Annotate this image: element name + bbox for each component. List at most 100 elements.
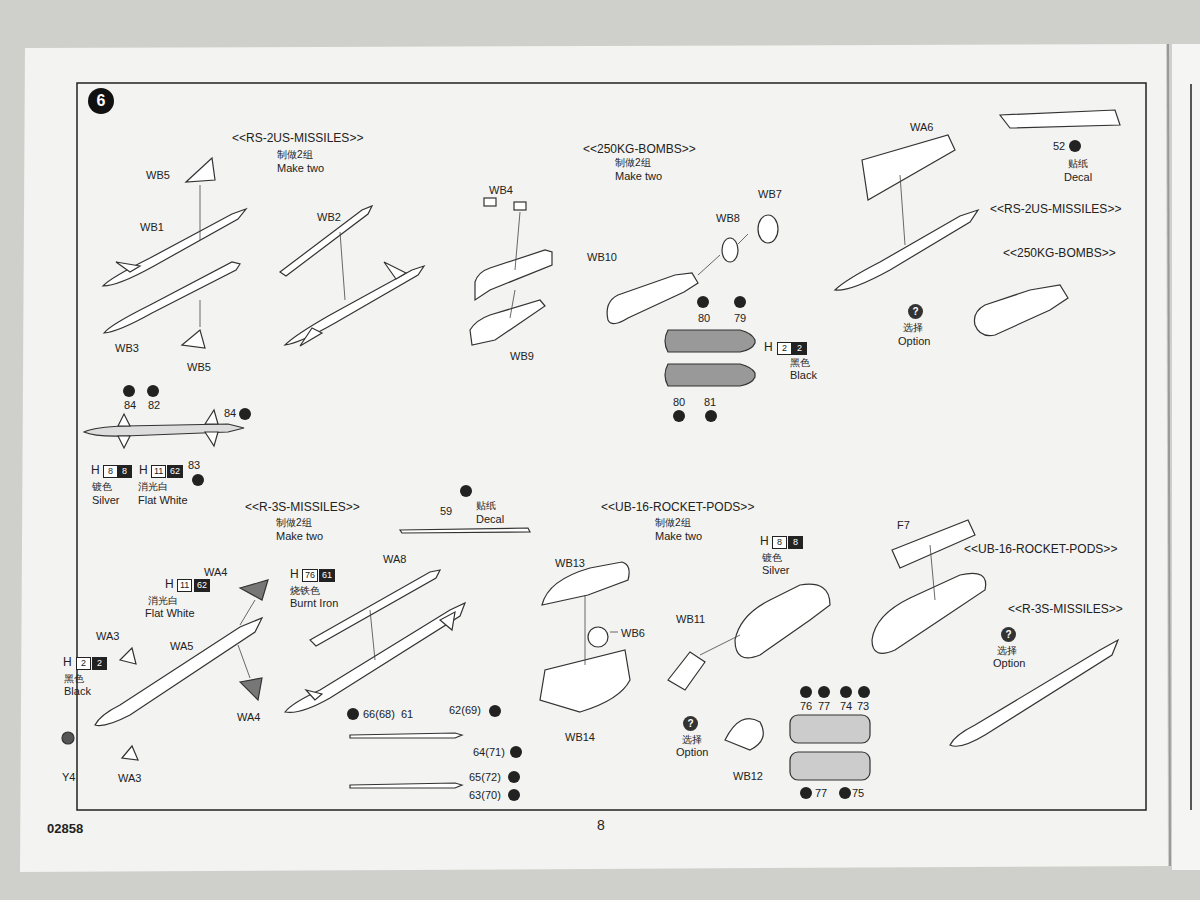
part-label: Black — [790, 369, 817, 382]
section-heading: <<UB-16-ROCKET-PODS>> — [964, 543, 1117, 557]
option-mark: ? — [683, 716, 698, 731]
chinese-note: 贴纸 — [1068, 158, 1088, 170]
chinese-note: 制做2组 — [615, 157, 651, 169]
drawing-shape — [950, 640, 1118, 746]
drawing-shape — [1190, 84, 1192, 810]
drawing-shape — [1069, 140, 1081, 152]
paint-code-box-dark: 2 — [792, 342, 807, 355]
part-label: 80 — [673, 396, 685, 409]
chinese-note: 消光白 — [138, 481, 168, 493]
drawing-shape — [840, 686, 852, 698]
paint-code-box: 11 — [177, 579, 192, 592]
drawing-shape — [758, 215, 778, 243]
part-label: 74 — [840, 700, 852, 713]
drawing-shape — [470, 300, 545, 345]
drawing-shape — [95, 618, 262, 726]
drawing-shape — [790, 715, 870, 743]
part-label: WA3 — [96, 630, 119, 643]
drawing-shape — [673, 410, 685, 422]
chinese-note: 选择 — [682, 734, 702, 746]
part-label: 80 — [698, 312, 710, 325]
kit-number: 02858 — [47, 822, 83, 837]
option-mark: ? — [1001, 627, 1016, 642]
part-label: Option — [898, 335, 930, 348]
drawing-shape — [147, 385, 159, 397]
part-label: WA5 — [170, 640, 193, 653]
part-label: 84 — [224, 407, 236, 420]
paint-code-box: 2 — [777, 342, 792, 355]
paint-code-letter: H — [760, 535, 769, 549]
paint-code-letter: H — [63, 656, 72, 670]
drawing-shape — [738, 234, 748, 244]
drawing-shape — [120, 648, 136, 664]
part-label: Y4 — [62, 771, 75, 784]
part-label: WB1 — [140, 221, 164, 234]
chinese-note: 烧铁色 — [290, 585, 320, 597]
part-label: Make two — [615, 170, 662, 183]
part-label: 81 — [704, 396, 716, 409]
drawing-shape — [697, 296, 709, 308]
drawing-shape — [182, 330, 205, 348]
part-label: 61 — [401, 708, 413, 721]
paint-code-letter: H — [290, 568, 299, 582]
part-label: 62(69) — [449, 704, 481, 717]
drawing-shape — [1000, 110, 1120, 128]
chinese-note: 选择 — [997, 645, 1017, 657]
chinese-note: 制做2组 — [655, 517, 691, 529]
section-heading: <<R-3S-MISSILES>> — [245, 501, 360, 515]
part-label: Option — [676, 746, 708, 759]
drawing-shape — [607, 273, 698, 324]
part-label: 77 — [815, 787, 827, 800]
drawing-shape — [384, 262, 406, 279]
drawing-shape — [665, 364, 755, 386]
drawing-shape — [515, 212, 520, 270]
part-label: WB14 — [565, 731, 595, 744]
part-label: WB9 — [510, 350, 534, 363]
part-label: WA8 — [383, 553, 406, 566]
section-heading: <<UB-16-ROCKET-PODS>> — [601, 501, 754, 515]
paint-code-letter: H — [165, 578, 174, 592]
part-label: 73 — [857, 700, 869, 713]
drawing-shape — [698, 255, 720, 275]
drawing-shape — [508, 771, 520, 783]
part-label: 75 — [852, 787, 864, 800]
part-label: Burnt Iron — [290, 597, 338, 610]
paint-code-box: 8 — [103, 465, 118, 478]
drawing-shape — [892, 520, 975, 568]
chinese-note: 消光白 — [148, 595, 178, 607]
part-label: Decal — [1064, 171, 1092, 184]
part-label: Silver — [762, 564, 790, 577]
drawing-shape — [200, 300, 201, 327]
section-heading: <<R-3S-MISSILES>> — [1008, 603, 1123, 617]
paint-code-box: 76 — [302, 569, 318, 582]
part-label: 63(70) — [469, 789, 501, 802]
part-label: WA3 — [118, 772, 141, 785]
drawing-shape — [489, 705, 501, 717]
drawing-shape — [285, 266, 424, 345]
paint-code-box: 2 — [76, 657, 91, 670]
chinese-note: 镀色 — [92, 481, 112, 493]
part-label: 66(68) — [363, 708, 395, 721]
drawing-shape — [123, 385, 135, 397]
part-label: WA4 — [237, 711, 260, 724]
drawing-shape — [205, 410, 218, 446]
drawing-shape — [510, 746, 522, 758]
section-heading: <<RS-2US-MISSILES>> — [232, 132, 363, 146]
part-label: WB8 — [716, 212, 740, 225]
drawing-shape — [800, 686, 812, 698]
drawing-shape — [514, 202, 526, 210]
drawing-shape — [790, 752, 870, 780]
part-label: 65(72) — [469, 771, 501, 784]
paint-code-box-dark: 62 — [194, 579, 210, 592]
drawing-shape — [1168, 44, 1170, 866]
drawing-shape — [285, 603, 465, 712]
part-label: Flat White — [138, 494, 188, 507]
part-label: Decal — [476, 513, 504, 526]
drawing-shape — [734, 296, 746, 308]
parts — [62, 110, 1120, 788]
drawing-shape — [77, 83, 1146, 810]
drawing-shape — [118, 414, 130, 448]
part-label: Black — [64, 685, 91, 698]
drawing-shape — [705, 410, 717, 422]
part-label: F7 — [897, 519, 910, 532]
